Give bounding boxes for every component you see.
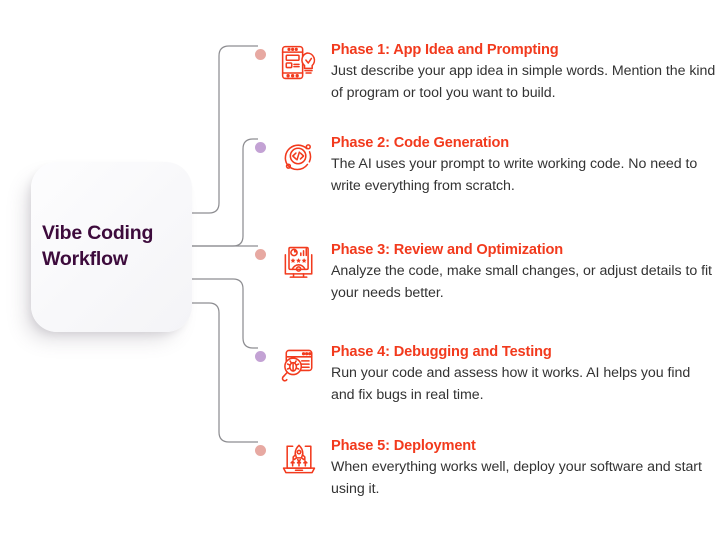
phase-title: Phase 2: Code Generation	[331, 135, 510, 151]
phase-description: Just describe your app idea in simple wo…	[331, 63, 716, 101]
phase-row-2[interactable]: Phase 2: Code Generation The AI uses you…	[255, 134, 728, 197]
phase-title: Phase 1: App Idea and Prompting	[331, 42, 559, 58]
workflow-hub-card: Vibe Coding Workflow	[31, 162, 192, 332]
phase-text-block: Phase 1: App Idea and Prompting Just des…	[331, 41, 728, 104]
phase-bullet-dot	[255, 445, 266, 456]
code-circle-icon	[279, 135, 319, 177]
phase-bullet-dot	[255, 49, 266, 60]
phase-row-1[interactable]: Phase 1: App Idea and Prompting Just des…	[255, 41, 728, 104]
phase-text-block: Phase 3: Review and Optimization Analyze…	[331, 241, 728, 304]
phase-bullet-dot	[255, 351, 266, 362]
phase-text-block: Phase 5: Deployment When everything work…	[331, 437, 728, 500]
phase-description: When everything works well, deploy your …	[331, 459, 702, 497]
phase-description: Analyze the code, make small changes, or…	[331, 263, 712, 301]
phone-lightbulb-icon	[279, 42, 319, 84]
phase-text-block: Phase 4: Debugging and Testing Run your …	[331, 343, 728, 406]
phase-title: Phase 5: Deployment	[331, 438, 476, 454]
phase-row-4[interactable]: Phase 4: Debugging and Testing Run your …	[255, 343, 728, 406]
phase-row-3[interactable]: Phase 3: Review and Optimization Analyze…	[255, 241, 728, 304]
monitor-dashboard-icon	[279, 242, 319, 284]
connector-phase-4	[192, 278, 258, 349]
phase-text-block: Phase 2: Code Generation The AI uses you…	[331, 134, 728, 197]
bug-magnifier-icon	[279, 344, 319, 386]
phase-title: Phase 4: Debugging and Testing	[331, 344, 552, 360]
phase-row-5[interactable]: Phase 5: Deployment When everything work…	[255, 437, 728, 500]
phase-bullet-dot	[255, 249, 266, 260]
hub-title: Vibe Coding Workflow	[42, 222, 154, 270]
connector-phase-2	[192, 138, 258, 247]
laptop-rocket-icon	[279, 438, 319, 480]
phase-description: Run your code and assess how it works. A…	[331, 365, 691, 403]
connector-phase-1	[192, 45, 258, 214]
phase-title: Phase 3: Review and Optimization	[331, 242, 563, 258]
phase-description: The AI uses your prompt to write working…	[331, 156, 698, 194]
phase-bullet-dot	[255, 142, 266, 153]
connector-phase-5	[192, 302, 258, 443]
